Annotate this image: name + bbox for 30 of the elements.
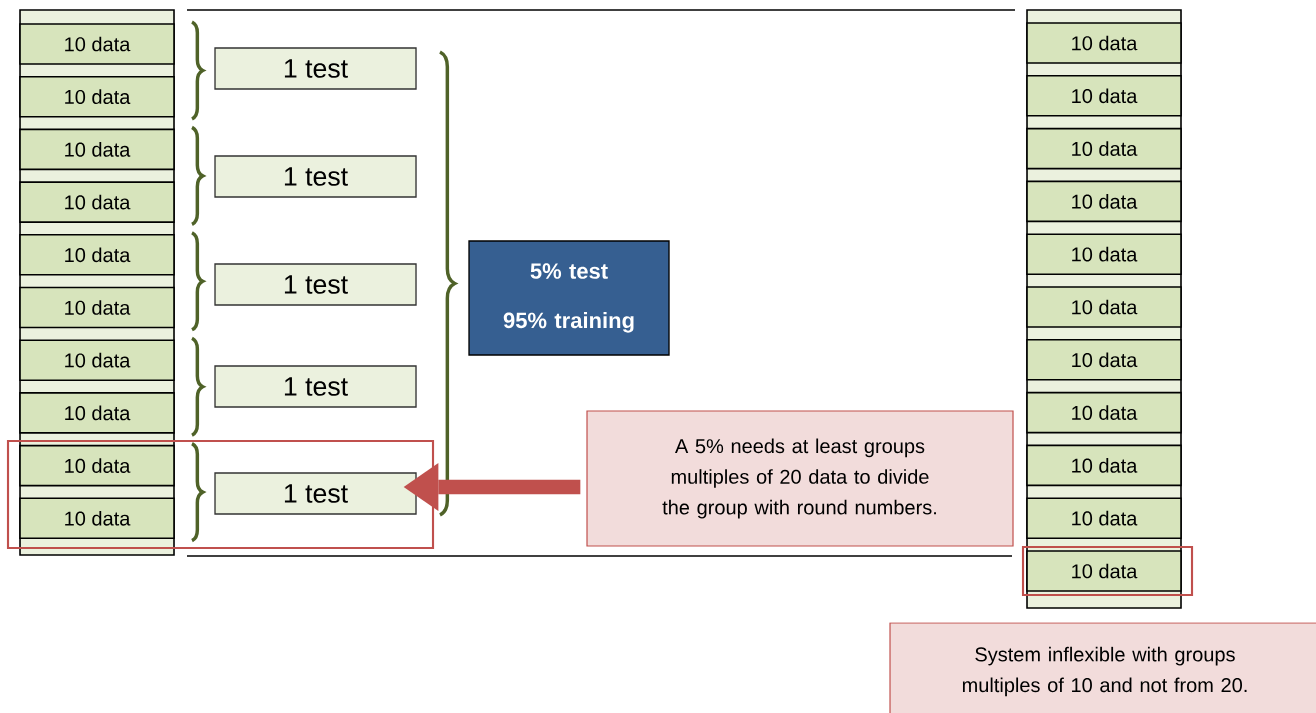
data-box: 10 data: [19, 444, 175, 487]
data-box: 10 data: [1026, 550, 1182, 592]
data-box: 10 data: [1026, 339, 1182, 381]
data-box: 10 data: [1026, 127, 1182, 170]
test-box: 1 test: [214, 47, 417, 90]
data-box: 10 data: [19, 75, 175, 118]
test-box: 1 test: [214, 365, 417, 408]
arrow: [403, 463, 581, 511]
data-box: 10 data: [1026, 286, 1182, 328]
note-box: A 5% needs at least groups multiples of 20 data to divide the group with round numbers.: [586, 410, 1014, 547]
data-box: 10 data: [1026, 22, 1182, 64]
data-box: 10 data: [19, 23, 175, 65]
data-box: 10 data: [19, 286, 175, 329]
test-box: 1 test: [214, 472, 417, 515]
data-box: 10 data: [19, 392, 175, 434]
data-box: 10 data: [19, 181, 175, 223]
data-box: 10 data: [1026, 391, 1182, 434]
test-box: 1 test: [214, 263, 417, 306]
data-box: 10 data: [19, 339, 175, 381]
test-box: 1 test: [214, 155, 417, 198]
data-box: 10 data: [1026, 75, 1182, 117]
summary-box: 5% test 95% training: [468, 240, 670, 356]
data-box: 10 data: [19, 497, 175, 540]
data-box: 10 data: [1026, 444, 1182, 487]
data-box: 10 data: [1026, 233, 1182, 275]
data-box: 10 data: [19, 128, 175, 171]
data-box: 10 data: [1026, 497, 1182, 539]
note-box: System inflexible with groups multiples of 10 and not from 20.: [889, 622, 1316, 713]
data-box: 10 data: [1026, 180, 1182, 223]
data-box: 10 data: [19, 234, 175, 276]
